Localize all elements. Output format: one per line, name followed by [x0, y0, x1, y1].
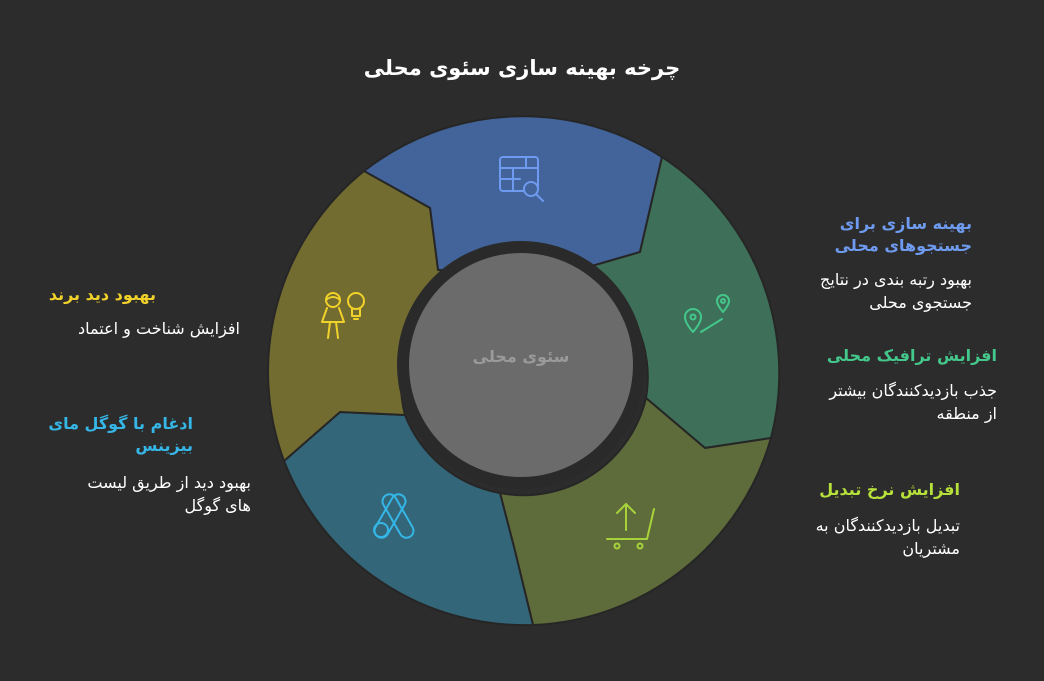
- item-local-search-optimization: بهینه سازی برای جستجوهای محلی بهبود رتبه…: [760, 213, 972, 314]
- item-description: جذب بازدیدکنندگان بیشتر از منطقه: [760, 379, 997, 425]
- item-heading: ادغام با گوگل مای بیزینس: [20, 413, 251, 457]
- description-line: از منطقه: [936, 404, 997, 423]
- item-heading: افزایش نرخ تبدیل: [740, 479, 960, 501]
- item-local-traffic: افزایش ترافیک محلی جذب بازدیدکنندگان بیش…: [760, 345, 997, 425]
- description-line: های گوگل: [184, 496, 251, 515]
- description-line: بهبود رتبه بندی در نتایج: [820, 270, 972, 289]
- heading-line: بهبود دید برند: [48, 285, 156, 304]
- map-route-icon: [684, 294, 730, 333]
- center-hub: [409, 253, 633, 477]
- heading-line: بیزینس: [135, 436, 193, 455]
- table-search-icon: [499, 156, 544, 202]
- item-heading: بهینه سازی برای جستجوهای محلی: [760, 213, 972, 257]
- diagram-title: چرخه بهینه سازی سئوی محلی: [363, 56, 681, 80]
- center-label: سئوی محلی: [473, 347, 570, 366]
- person-idea-icon: [321, 292, 365, 339]
- description-line: مشتریان: [902, 539, 960, 558]
- cart-upload-icon: [606, 503, 655, 550]
- description-line: تبدیل بازدیدکنندگان به: [815, 516, 960, 535]
- item-description: افزایش شناخت و اعتماد: [20, 317, 240, 340]
- item-description: بهبود دید از طریق لیست های گوگل: [20, 471, 251, 517]
- heading-line: جستجوهای محلی: [834, 236, 972, 255]
- description-line: جذب بازدیدکنندگان بیشتر: [829, 381, 997, 400]
- item-heading: بهبود دید برند: [20, 284, 240, 306]
- heading-line: ادغام با گوگل مای: [48, 414, 193, 433]
- item-conversion-rate: افزایش نرخ تبدیل تبدیل بازدیدکنندگان به …: [740, 479, 960, 560]
- description-line: جستجوی محلی: [869, 293, 972, 312]
- item-heading: افزایش ترافیک محلی: [760, 345, 997, 367]
- description-line: بهبود دید از طریق لیست: [87, 473, 251, 492]
- item-google-my-business: ادغام با گوگل مای بیزینس بهبود دید از طر…: [20, 413, 251, 517]
- description-line: افزایش شناخت و اعتماد: [78, 319, 240, 338]
- heading-line: افزایش نرخ تبدیل: [819, 480, 960, 499]
- item-description: تبدیل بازدیدکنندگان به مشتریان: [740, 514, 960, 560]
- heading-line: افزایش ترافیک محلی: [826, 346, 997, 365]
- item-description: بهبود رتبه بندی در نتایج جستجوی محلی: [760, 268, 972, 314]
- item-brand-visibility: بهبود دید برند افزایش شناخت و اعتماد: [20, 284, 240, 340]
- google-ads-icon: [373, 493, 415, 539]
- heading-line: بهینه سازی برای: [839, 214, 972, 233]
